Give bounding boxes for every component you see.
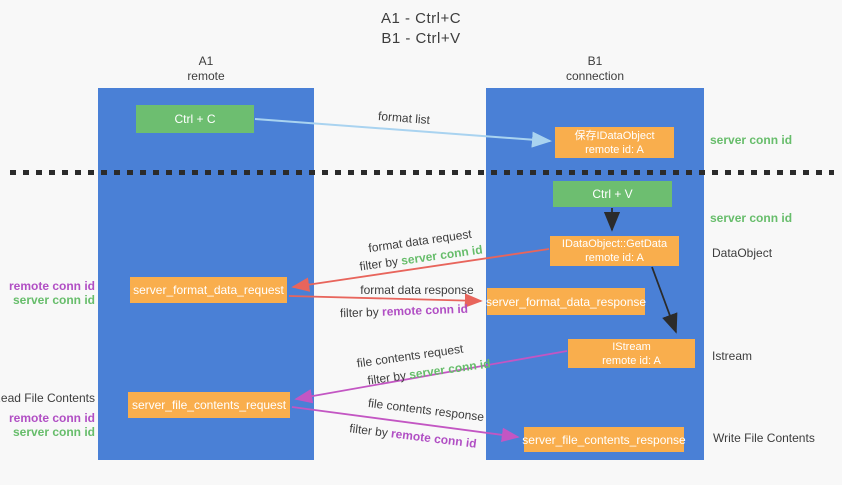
diagram-title-line1: A1 - Ctrl+C: [380, 10, 462, 27]
label-left-remote-conn-id-2: remote conn id: [8, 411, 95, 425]
dotted-separator-line: [10, 170, 834, 175]
label-left-remote-conn-id-1: remote conn id: [8, 279, 95, 293]
diagram-title-line2: B1 - Ctrl+V: [381, 30, 461, 47]
node-ctrl-v: Ctrl + V: [553, 181, 672, 207]
format-data-response-arrow: [288, 293, 483, 308]
lane-b1-subtitle: connection: [565, 69, 625, 83]
label-write-file-contents: Write File Contents: [713, 431, 815, 445]
node-istream-line2: remote id: A: [602, 354, 661, 367]
node-server-format-data-request: server_format_data_request: [130, 277, 287, 303]
node-istream-line1: IStream: [612, 340, 651, 353]
node-idataobject-getdata-line1: IDataObject::GetData: [561, 238, 668, 250]
node-ctrl-c-label: Ctrl + C: [174, 112, 216, 126]
lane-a1-title: A1: [198, 54, 214, 68]
node-server-format-data-response: server_format_data_response: [485, 288, 647, 315]
node-server-format-data-response-label: server_format_data_response: [485, 294, 647, 309]
label-istream: Istream: [712, 349, 753, 363]
node-server-file-contents-request: server_file_contents_request: [128, 392, 290, 418]
filter-by-text: filter by: [339, 304, 383, 321]
node-server-format-data-request-label: server_format_data_request: [133, 283, 284, 297]
format-list-arrow: [254, 118, 552, 148]
node-server-file-contents-response: server_file_contents_response: [522, 427, 686, 452]
file-contents-response-arrow: [291, 406, 520, 443]
node-ctrl-c: Ctrl + C: [136, 105, 254, 133]
lane-header-b1: B1 connection: [486, 54, 704, 84]
label-read-file-contents: Read File Contents: [0, 391, 95, 405]
node-server-file-contents-response-label: server_file_contents_response: [522, 432, 686, 447]
node-idataobject-getdata: IDataObject::GetData remote id: A: [550, 236, 679, 266]
lane-a1-subtitle: remote: [187, 69, 225, 83]
node-save-idataobject: 保存IDataObject remote id: A: [555, 127, 674, 158]
node-save-idataobject-line1: 保存IDataObject: [574, 129, 655, 142]
file-contents-request-arrow: [294, 350, 568, 404]
node-save-idataobject-line2: remote id: A: [585, 143, 644, 156]
label-right-server-conn-id-1: server conn id: [710, 133, 793, 147]
lane-header-a1: A1 remote: [98, 54, 314, 84]
remote-conn-id-text: remote conn id: [381, 301, 469, 319]
label-right-server-conn-id-2: server conn id: [710, 211, 793, 225]
node-idataobject-getdata-line2: remote id: A: [585, 252, 644, 264]
node-server-file-contents-request-label: server_file_contents_request: [131, 398, 287, 412]
node-ctrl-v-label: Ctrl + V: [592, 187, 633, 201]
label-format-data-response: format data response: [360, 283, 474, 297]
label-left-server-conn-id-2: server conn id: [12, 425, 95, 439]
label-left-server-conn-id-1: server conn id: [12, 293, 95, 307]
getdata-to-istream-arrow: [651, 266, 678, 334]
lane-b1-title: B1: [587, 54, 603, 68]
format-data-request-arrow: [291, 248, 550, 292]
label-dataobject: DataObject: [712, 246, 773, 260]
node-istream: IStream remote id: A: [568, 339, 695, 368]
